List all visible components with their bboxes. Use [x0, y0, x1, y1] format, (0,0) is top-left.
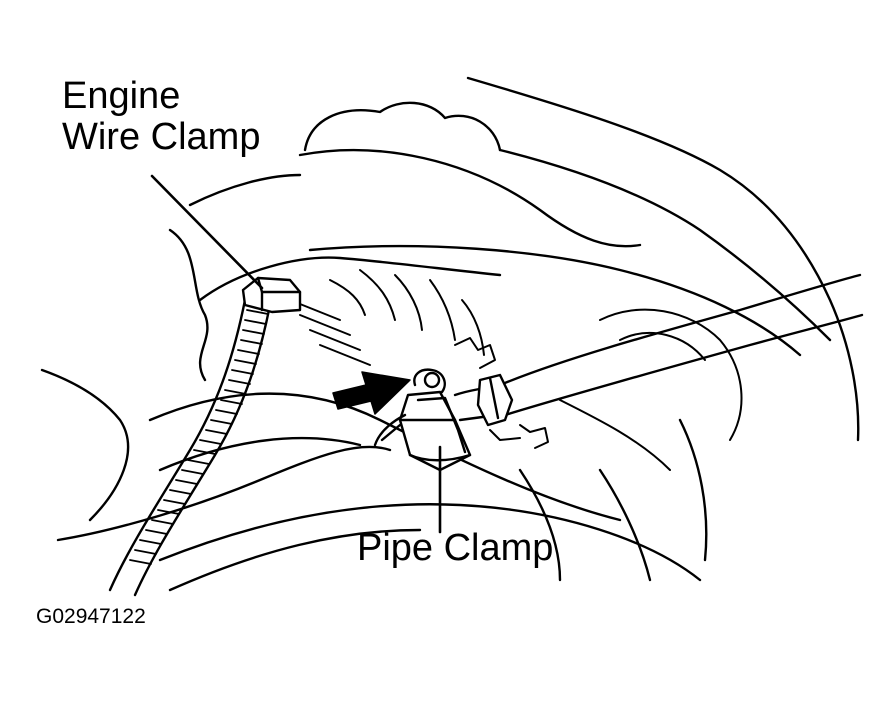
bracket-detail — [454, 337, 549, 449]
figure-code: G02947122 — [36, 605, 146, 628]
arrow-right-icon — [332, 371, 411, 415]
engine-wire-clamp — [241, 276, 302, 314]
engine-rib-detail — [289, 269, 743, 471]
pipe-clamp — [373, 368, 514, 472]
engine-wire-harness — [108, 298, 272, 597]
frame-outline — [40, 368, 708, 592]
engine-wire-clamp-label-line2: Wire Clamp — [62, 116, 261, 159]
engine-wire-clamp-label-line1: Engine — [62, 75, 181, 117]
engine-body-outline — [168, 76, 860, 442]
pipe-clamp-label: Pipe Clamp — [357, 527, 554, 569]
engine-wire-clamp-leader — [150, 174, 264, 290]
fuel-hose — [453, 273, 864, 422]
engine-wire-clamp-label: Engine Wire Clamp — [62, 75, 261, 159]
